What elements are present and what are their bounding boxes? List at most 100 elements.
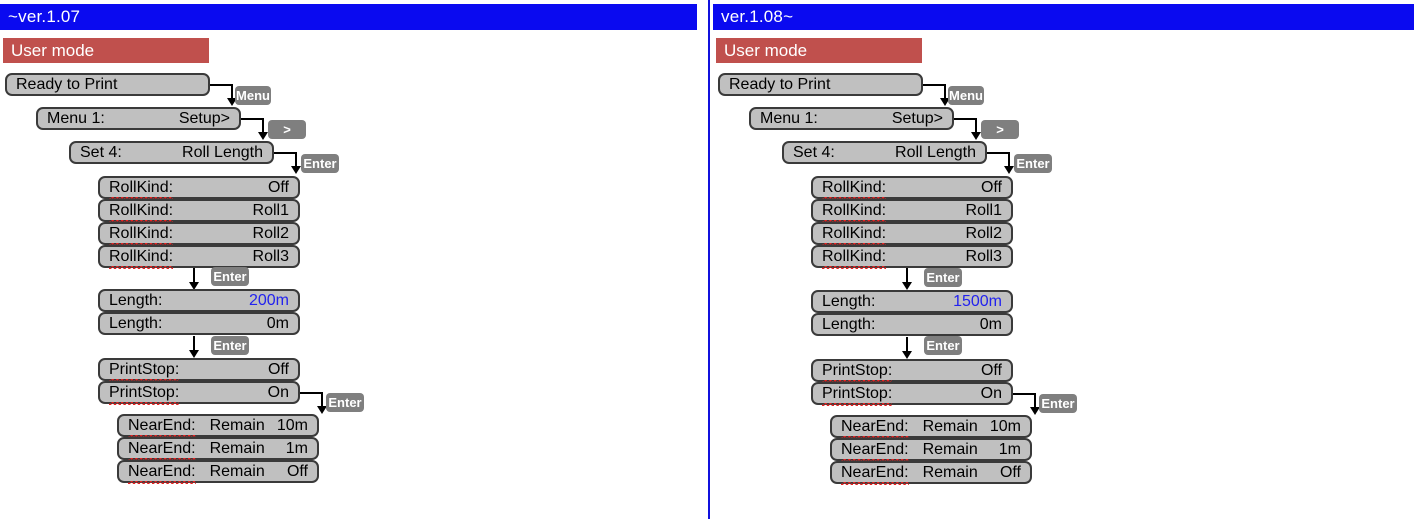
lcd-mid: Remain: [922, 440, 978, 458]
lcd-value: 1m: [285, 439, 308, 457]
lcd-label: RollKind:: [109, 224, 174, 246]
lcd-label: Set 4:: [793, 143, 835, 161]
panel-version-1-07: ~ver.1.07 User mode Ready to Print Menu …: [0, 0, 700, 519]
lcd-mid: Remain: [922, 463, 978, 481]
lcd-label: NearEnd:: [128, 416, 196, 438]
lcd-value: 0m: [266, 314, 289, 332]
lcd-label: RollKind:: [822, 201, 887, 223]
lcd-length-set[interactable]: Length: 200m: [98, 289, 300, 312]
lcd-rollkind-roll2[interactable]: RollKind: Roll2: [811, 222, 1013, 246]
lcd-label: NearEnd:: [128, 462, 196, 484]
lcd-value: Roll Length: [895, 143, 976, 161]
lcd-value: 10m: [276, 416, 308, 434]
version-label: ver.1.08~: [721, 7, 794, 26]
key-label: >: [996, 122, 1004, 137]
lcd-rollkind-roll1[interactable]: RollKind: Roll1: [98, 199, 300, 223]
lcd-value: Roll Length: [182, 143, 263, 161]
lcd-value: On: [267, 383, 289, 401]
lcd-nearend-10m[interactable]: NearEnd: Remain 10m: [117, 414, 319, 438]
lcd-label: Ready to Print: [16, 75, 118, 93]
lcd-value: Off: [267, 178, 289, 196]
lcd-value: Roll2: [965, 224, 1002, 242]
menu-key[interactable]: Menu: [235, 86, 271, 105]
lcd-value: Roll3: [965, 247, 1002, 265]
lcd-label: RollKind:: [109, 247, 174, 269]
lcd-label: PrintStop:: [109, 383, 180, 405]
lcd-length-set[interactable]: Length: 1500m: [811, 290, 1013, 313]
key-label: Enter: [213, 338, 247, 353]
lcd-ready-to-print[interactable]: Ready to Print: [5, 73, 210, 96]
lcd-label: Set 4:: [80, 143, 122, 161]
lcd-mid: Remain: [209, 416, 265, 434]
lcd-value: 1m: [998, 440, 1021, 458]
enter-key-4[interactable]: Enter: [1039, 394, 1077, 413]
lcd-rollkind-roll1[interactable]: RollKind: Roll1: [811, 199, 1013, 223]
lcd-printstop-on[interactable]: PrintStop: On: [811, 382, 1013, 406]
user-mode-label: User mode: [11, 40, 95, 60]
lcd-printstop-off[interactable]: PrintStop: Off: [98, 358, 300, 382]
enter-key-3[interactable]: Enter: [211, 336, 249, 355]
right-arrow-key[interactable]: >: [268, 120, 306, 139]
lcd-set-4[interactable]: Set 4: Roll Length: [782, 141, 987, 164]
lcd-mid: Remain: [209, 462, 265, 480]
lcd-length-zero[interactable]: Length: 0m: [98, 312, 300, 335]
enter-key-2[interactable]: Enter: [924, 268, 962, 287]
lcd-label: Ready to Print: [729, 75, 831, 93]
lcd-label: RollKind:: [109, 201, 174, 223]
lcd-value: Roll1: [252, 201, 289, 219]
enter-key-1[interactable]: Enter: [1014, 154, 1052, 173]
lcd-nearend-off[interactable]: NearEnd: Remain Off: [117, 460, 319, 484]
user-mode-label: User mode: [724, 40, 808, 60]
lcd-rollkind-roll2[interactable]: RollKind: Roll2: [98, 222, 300, 246]
lcd-value: Roll3: [252, 247, 289, 265]
menu-key[interactable]: Menu: [948, 86, 984, 105]
lcd-length-zero[interactable]: Length: 0m: [811, 313, 1013, 336]
lcd-menu-1[interactable]: Menu 1: Setup>: [36, 107, 241, 130]
right-arrow-key[interactable]: >: [981, 120, 1019, 139]
lcd-nearend-10m[interactable]: NearEnd: Remain 10m: [830, 415, 1032, 439]
lcd-label: PrintStop:: [109, 360, 180, 382]
lcd-nearend-1m[interactable]: NearEnd: Remain 1m: [830, 438, 1032, 462]
lcd-label: NearEnd:: [841, 417, 909, 439]
lcd-printstop-off[interactable]: PrintStop: Off: [811, 359, 1013, 383]
lcd-ready-to-print[interactable]: Ready to Print: [718, 73, 923, 96]
lcd-label: PrintStop:: [822, 361, 893, 383]
user-mode-bar: User mode: [3, 38, 209, 63]
lcd-nearend-1m[interactable]: NearEnd: Remain 1m: [117, 437, 319, 461]
lcd-rollkind-off[interactable]: RollKind: Off: [98, 176, 300, 200]
enter-key-4[interactable]: Enter: [326, 393, 364, 412]
lcd-label: Menu 1:: [47, 109, 105, 127]
lcd-set-4[interactable]: Set 4: Roll Length: [69, 141, 274, 164]
key-label: Enter: [303, 156, 337, 171]
version-label: ~ver.1.07: [8, 7, 81, 26]
lcd-label: NearEnd:: [841, 440, 909, 462]
key-label: Enter: [328, 395, 362, 410]
lcd-value: Roll1: [965, 201, 1002, 219]
version-header-bar: ver.1.08~: [713, 4, 1414, 30]
lcd-nearend-off[interactable]: NearEnd: Remain Off: [830, 461, 1032, 485]
key-label: Enter: [926, 270, 960, 285]
lcd-value: 0m: [979, 315, 1002, 333]
key-label: Enter: [1041, 396, 1075, 411]
lcd-mid: Remain: [922, 417, 978, 435]
enter-key-3[interactable]: Enter: [924, 336, 962, 355]
lcd-label: Length:: [822, 292, 876, 310]
lcd-rollkind-roll3[interactable]: RollKind: Roll3: [98, 245, 300, 269]
lcd-label: PrintStop:: [822, 384, 893, 406]
key-label: Menu: [949, 88, 983, 103]
lcd-menu-1[interactable]: Menu 1: Setup>: [749, 107, 954, 130]
panel-version-1-08: ver.1.08~ User mode Ready to Print Menu …: [713, 0, 1414, 519]
lcd-value: Off: [999, 463, 1021, 481]
lcd-value: On: [980, 384, 1002, 402]
lcd-label: NearEnd:: [128, 439, 196, 461]
lcd-rollkind-roll3[interactable]: RollKind: Roll3: [811, 245, 1013, 269]
lcd-rollkind-off[interactable]: RollKind: Off: [811, 176, 1013, 200]
lcd-label: Length:: [109, 291, 163, 309]
lcd-printstop-on[interactable]: PrintStop: On: [98, 381, 300, 405]
enter-key-1[interactable]: Enter: [301, 154, 339, 173]
lcd-label: NearEnd:: [841, 463, 909, 485]
lcd-value: 1500m: [953, 292, 1002, 310]
lcd-value: 200m: [248, 291, 289, 309]
lcd-label: RollKind:: [822, 247, 887, 269]
enter-key-2[interactable]: Enter: [211, 267, 249, 286]
